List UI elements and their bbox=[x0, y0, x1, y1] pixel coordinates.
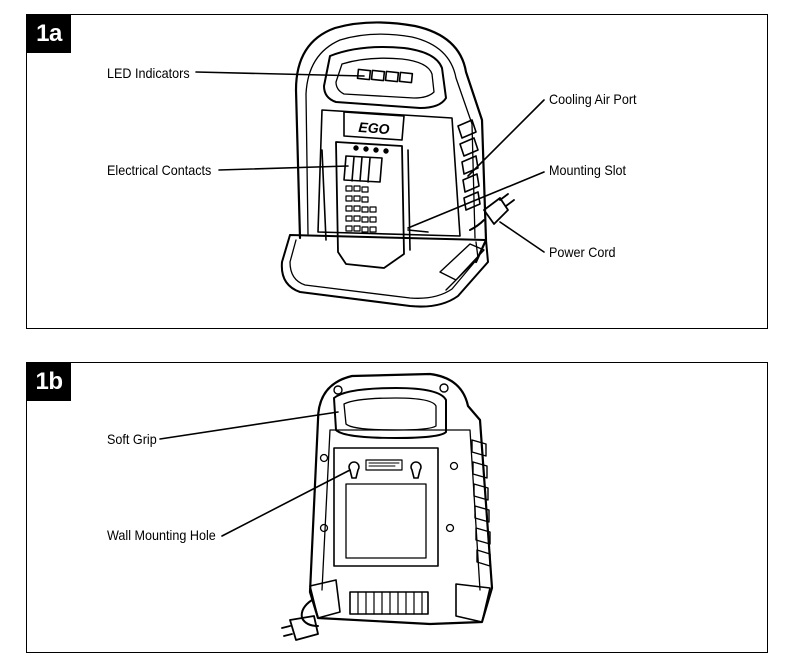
rear-handle-opening bbox=[343, 397, 437, 431]
contact-dot-2 bbox=[363, 146, 369, 152]
rear-label-plate bbox=[333, 447, 439, 567]
rear-body-shell bbox=[308, 372, 494, 626]
rear-power-plug bbox=[281, 615, 319, 641]
label-electrical-contacts: Electrical Contacts bbox=[107, 162, 212, 178]
charger-handle-opening bbox=[335, 57, 435, 99]
leader-mounting-slot bbox=[407, 171, 545, 229]
contact-dot-1 bbox=[353, 145, 359, 151]
led-indicator-2 bbox=[370, 69, 386, 82]
label-power-cord: Power Cord bbox=[549, 244, 616, 260]
label-soft-grip: Soft Grip bbox=[107, 431, 157, 447]
slot-vent-grille bbox=[345, 185, 377, 233]
callout-lines-1a bbox=[195, 71, 545, 253]
charger-base-inner-rim bbox=[289, 239, 479, 299]
rear-bottom-vent-ribs bbox=[357, 591, 423, 615]
charger-body-inner-shell bbox=[305, 33, 476, 239]
figure-1b-tag: 1b bbox=[27, 363, 71, 401]
rear-handle-grip bbox=[333, 387, 447, 439]
leader-power-cord bbox=[499, 221, 545, 253]
leader-cooling-air-port bbox=[467, 99, 545, 177]
cooling-air-port bbox=[457, 119, 481, 211]
charger-body-shell bbox=[294, 21, 488, 264]
power-cord bbox=[469, 219, 485, 231]
figure-1b-panel: 1b bbox=[26, 362, 768, 653]
label-led-indicators: LED Indicators bbox=[107, 65, 190, 81]
rear-label-inner bbox=[345, 483, 427, 559]
label-wall-mounting-hole: Wall Mounting Hole bbox=[107, 527, 216, 543]
charger-face-panel bbox=[317, 109, 461, 237]
rear-rating-label-text bbox=[368, 462, 400, 467]
rear-screw-top-left bbox=[333, 385, 343, 395]
rear-side-grip-ribs bbox=[471, 439, 491, 567]
rear-screw-top-right bbox=[439, 383, 449, 393]
power-plug bbox=[483, 193, 515, 225]
wall-mounting-hole-right bbox=[410, 461, 422, 479]
rear-screw-right-1 bbox=[449, 461, 459, 471]
charger-rear-view bbox=[281, 372, 494, 641]
figure-1a-panel: 1a bbox=[26, 14, 768, 329]
rear-screw-left-1 bbox=[319, 453, 329, 463]
callout-lines-1b bbox=[159, 411, 351, 537]
logo-strip bbox=[343, 111, 405, 141]
rear-rating-label bbox=[365, 459, 403, 471]
rear-bottom-vent bbox=[349, 591, 429, 615]
rear-foot-right bbox=[455, 583, 491, 623]
mounting-slot bbox=[321, 149, 429, 251]
base-foot-detail bbox=[439, 243, 485, 291]
label-cooling-air-port: Cooling Air Port bbox=[549, 91, 637, 107]
wall-mounting-hole-left bbox=[348, 461, 360, 479]
charger-base-outline bbox=[280, 234, 489, 308]
leader-electrical-contacts bbox=[218, 165, 349, 171]
charger-handle-grip bbox=[323, 46, 447, 109]
leader-wall-mounting-hole bbox=[221, 469, 351, 537]
contact-dot-3 bbox=[373, 147, 379, 153]
contact-dot-4 bbox=[383, 148, 389, 154]
electrical-contacts bbox=[343, 155, 383, 183]
label-mounting-slot: Mounting Slot bbox=[549, 162, 627, 178]
led-indicator-4 bbox=[398, 71, 414, 84]
charger-front-view: EGO bbox=[280, 21, 515, 308]
led-indicator-1 bbox=[356, 68, 372, 81]
led-indicator-3 bbox=[384, 70, 400, 83]
leader-soft-grip bbox=[159, 411, 339, 440]
rear-screw-left-2 bbox=[319, 523, 329, 533]
ego-logo: EGO bbox=[358, 119, 390, 137]
battery-slot-frame bbox=[335, 141, 405, 269]
rear-screw-right-2 bbox=[445, 523, 455, 533]
rear-foot-left bbox=[309, 579, 341, 619]
leader-led-indicators bbox=[195, 71, 365, 77]
figure-1a-tag: 1a bbox=[27, 15, 71, 53]
